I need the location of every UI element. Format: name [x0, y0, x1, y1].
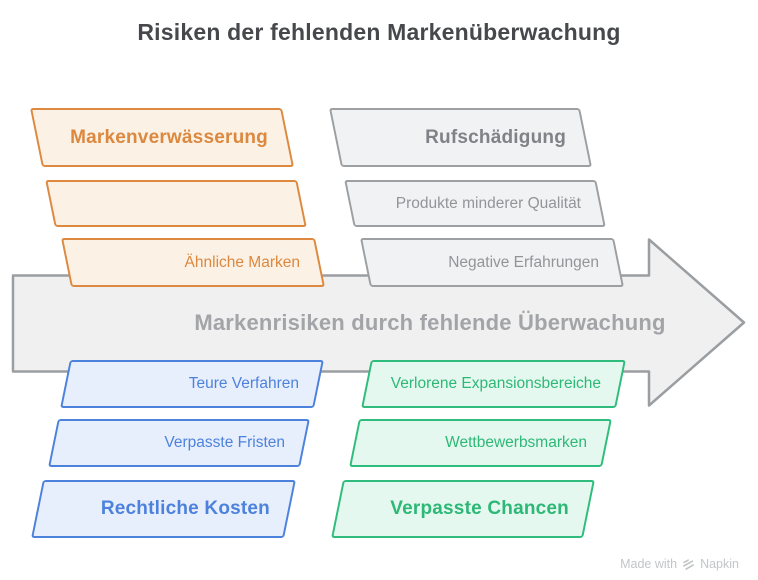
- made-with-napkin-link[interactable]: Made with Napkin: [620, 557, 739, 571]
- page-title: Risiken der fehlenden Markenüberwachung: [137, 19, 621, 45]
- box-label: Rufschädigung: [425, 126, 566, 148]
- box-label: Verpasste Chancen: [390, 498, 569, 519]
- box-label: Negative Erfahrungen: [448, 253, 599, 271]
- box-verlorene-expansionsbereiche: Verlorene Expansionsbereiche: [361, 360, 626, 408]
- box-label: Ähnliche Marken: [184, 253, 300, 271]
- box-empty-orange: [45, 180, 307, 227]
- arrow-label: Markenrisiken durch fehlende Überwachung: [194, 310, 666, 335]
- made-with-label: Made with: [620, 557, 678, 571]
- napkin-logo-icon: [683, 558, 695, 570]
- box-wettbewerbsmarken: Wettbewerbsmarken: [349, 419, 612, 467]
- napkin-brand-label: Napkin: [700, 557, 739, 571]
- box-label: Rechtliche Kosten: [100, 498, 270, 519]
- box-label: Teure Verfahren: [188, 375, 299, 392]
- box-teure-verfahren: Teure Verfahren: [60, 360, 324, 408]
- box-markenverwaesserung: Markenverwässerung: [29, 108, 295, 167]
- box-label: Markenverwässerung: [70, 126, 268, 148]
- box-negative-erfahrungen: Negative Erfahrungen: [360, 238, 624, 287]
- box-produkte-minderer-qualitaet: Produkte minderer Qualität: [344, 180, 606, 227]
- parallelogram-shape: [45, 180, 307, 227]
- box-verpasste-fristen: Verpasste Fristen: [48, 419, 310, 467]
- box-label: Wettbewerbsmarken: [445, 434, 587, 451]
- box-label: Verlorene Expansionsbereiche: [390, 375, 601, 392]
- box-aehnliche-marken: Ähnliche Marken: [61, 238, 325, 287]
- box-verpasste-chancen: Verpasste Chancen: [331, 480, 595, 538]
- box-rufschaedigung: Rufschädigung: [328, 108, 593, 167]
- box-label: Verpasste Fristen: [164, 434, 285, 451]
- box-label: Produkte minderer Qualität: [395, 194, 581, 212]
- box-rechtliche-kosten: Rechtliche Kosten: [31, 480, 296, 538]
